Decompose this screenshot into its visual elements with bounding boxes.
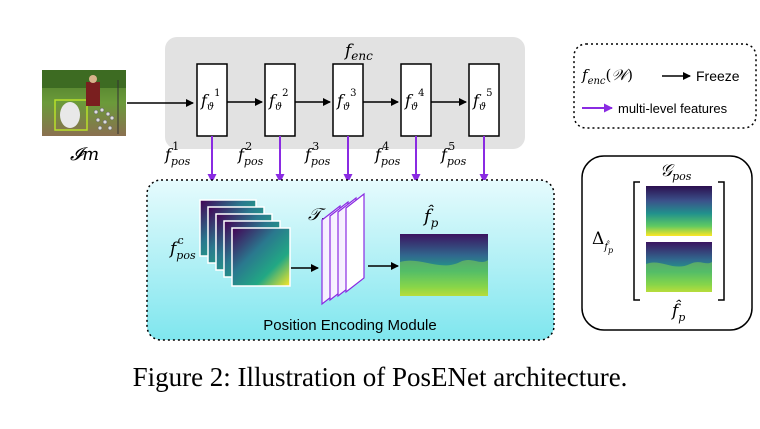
pred-position-map — [646, 242, 712, 292]
feature-arrows — [207, 136, 489, 183]
encoder-block-2: fϑ2 — [264, 63, 296, 137]
encoder-stages: fϑ1 fϑ2 fϑ3 fϑ4 fϑ5 — [196, 63, 500, 137]
encoder-block-1: fϑ1 — [196, 63, 228, 137]
encoder-block-4: fϑ4 — [400, 63, 432, 137]
gt-panel: 𝒢pos Δf̂p f̂p — [581, 155, 753, 331]
right-bracket — [718, 181, 725, 301]
encoder-block-3: fϑ3 — [332, 63, 364, 137]
module-title: Position Encoding Module — [263, 317, 436, 334]
legend: fenc(𝒲) Freeze multi-level features — [573, 43, 757, 129]
input-label: 𝓘m — [70, 144, 99, 165]
input-image — [42, 70, 126, 136]
figure-caption: Figure 2: Illustration of PosENet archit… — [132, 362, 628, 392]
feature-label-5: fpos5 — [440, 140, 467, 168]
concat-feature-maps — [199, 199, 291, 287]
legend-freeze-label: Freeze — [696, 68, 740, 84]
legend-multilevel-label: multi-level features — [618, 101, 728, 116]
position-encoding-module: Position Encoding Module fposc 𝒯pos f̂p — [146, 179, 555, 341]
left-bracket — [633, 181, 640, 301]
encoder-block-5: fϑ5 — [468, 63, 500, 137]
gt-position-map — [646, 186, 712, 236]
transformer-layers — [321, 192, 365, 306]
delta-label: Δf̂p — [592, 229, 613, 255]
output-position-map — [400, 234, 488, 296]
